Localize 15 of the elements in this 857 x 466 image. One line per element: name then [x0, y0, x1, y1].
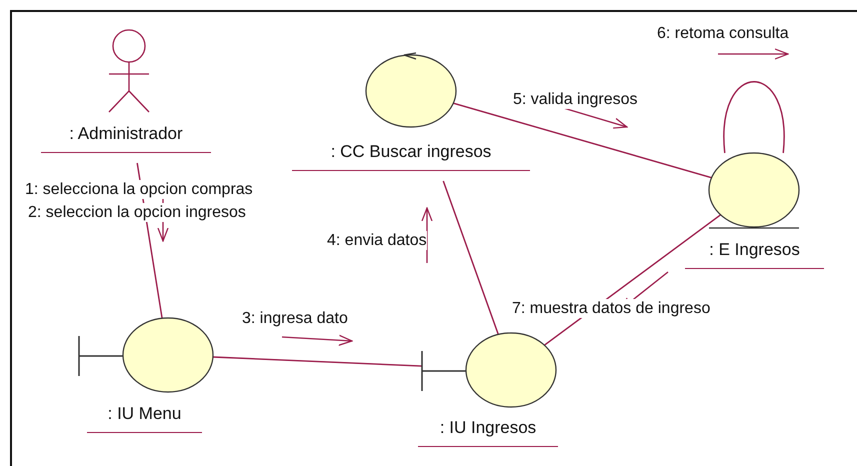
link-line: [212, 356, 422, 367]
message-label: 2: seleccion la opcion ingresos: [28, 203, 246, 222]
message-label: 3: ingresa dato: [242, 309, 348, 328]
object-name: : Administrador: [41, 124, 211, 153]
message-label: 1: selecciona la opcion compras: [25, 180, 253, 199]
message-label: 7: muestra datos de ingreso: [512, 299, 710, 318]
object-name: : E Ingresos: [685, 240, 824, 269]
object-name: : IU Ingresos: [418, 418, 558, 447]
message-label: 5: valida ingresos: [513, 90, 638, 109]
object-name: : IU Menu: [87, 404, 202, 433]
message-label: 4: envia datos: [327, 231, 427, 250]
link-line: [442, 180, 499, 335]
object-name: : CC Buscar ingresos: [292, 142, 530, 171]
link-line: [453, 102, 712, 178]
link-line: [723, 81, 785, 154]
